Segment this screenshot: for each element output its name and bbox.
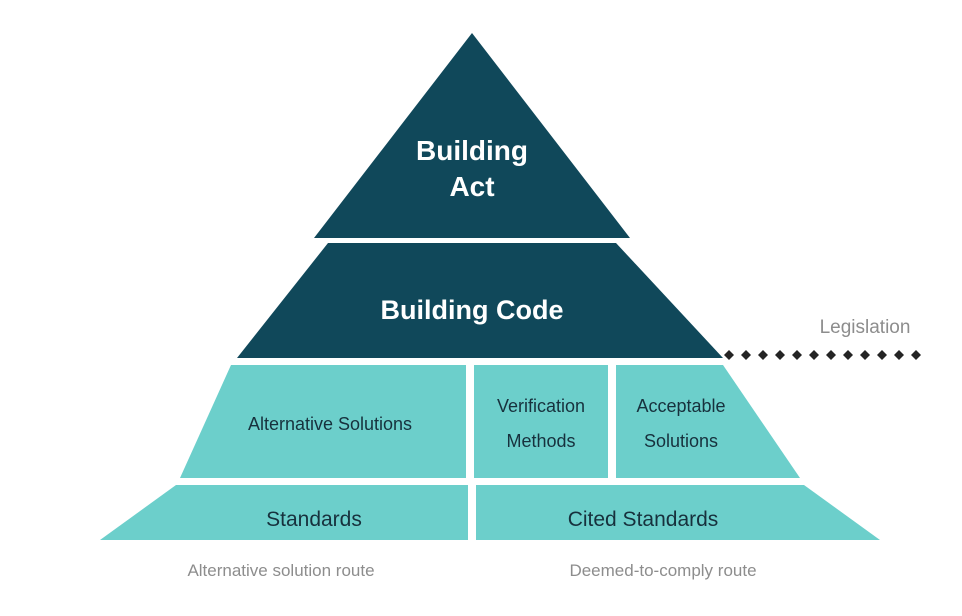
- legislation-label: Legislation: [820, 317, 911, 338]
- divider-dot-icon: [758, 350, 768, 360]
- tier-3-segment-alternative-solutions-shape: [180, 365, 466, 478]
- tier-3-segment-alternative-solutions-label: Alternative Solutions: [248, 414, 412, 434]
- tier-4-segment-cited-standards-shape: [476, 485, 880, 540]
- tier-1-apex-shape: [314, 33, 630, 238]
- divider-dot-icon: [724, 350, 734, 360]
- divider-dot-icon: [741, 350, 751, 360]
- tier-3-segment-verification-methods-shape: [474, 365, 608, 478]
- caption-alternative-solution-route: Alternative solution route: [187, 561, 374, 580]
- tier-3-segment-verification-methods-label-line1: Verification: [497, 396, 585, 416]
- tier-2-label: Building Code: [381, 295, 564, 325]
- divider-dot-icon: [826, 350, 836, 360]
- tier-4-segment-standards-label: Standards: [266, 508, 362, 531]
- tier-3-segment-acceptable-solutions-label-line2: Solutions: [644, 431, 718, 451]
- legislation-divider-dots: [724, 350, 921, 360]
- divider-dot-icon: [860, 350, 870, 360]
- tier-4-segment-standards-shape: [100, 485, 468, 540]
- tier-3-segment-acceptable-solutions-label-line1: Acceptable: [636, 396, 725, 416]
- divider-dot-icon: [809, 350, 819, 360]
- tier-3-segment-verification-methods-label-line2: Methods: [506, 431, 575, 451]
- divider-dot-icon: [894, 350, 904, 360]
- tier-3-segment-acceptable-solutions-shape: [616, 365, 800, 478]
- tier-1-label-line2: Act: [449, 171, 494, 202]
- tier-4-segment-cited-standards-label: Cited Standards: [568, 508, 719, 531]
- divider-dot-icon: [792, 350, 802, 360]
- divider-dot-icon: [843, 350, 853, 360]
- tier-1-label-line1: Building: [416, 135, 528, 166]
- caption-deemed-to-comply-route: Deemed-to-comply route: [569, 561, 756, 580]
- divider-dot-icon: [877, 350, 887, 360]
- tier-2-code-shape: [237, 243, 723, 358]
- divider-dot-icon: [911, 350, 921, 360]
- divider-dot-icon: [775, 350, 785, 360]
